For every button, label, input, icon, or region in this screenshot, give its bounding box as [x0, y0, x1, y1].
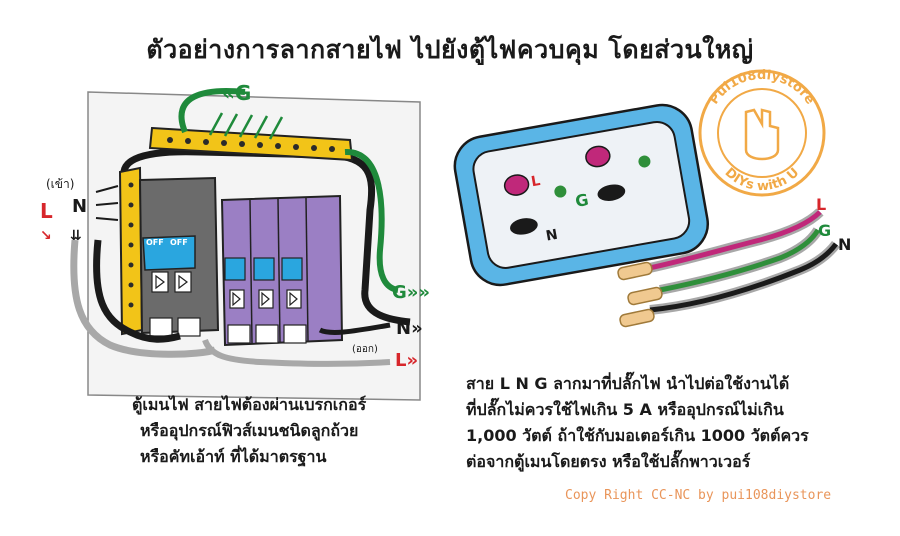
left-caption-line: ตู้เมนไฟ สายไฟต้องผ่านเบรกเกอร์: [132, 395, 367, 414]
breaker-off-label-2: OFF: [170, 238, 188, 247]
live-in-label: L: [40, 199, 53, 223]
main-panel-diagram: OFF OFF: [40, 81, 430, 401]
socket-live-hole-left: [503, 174, 530, 196]
socket-diagram: L G N L G N: [453, 103, 851, 328]
incoming-live-wire: [70, 239, 217, 358]
copyright-text: Copy Right CC-NC by pui108diystore: [565, 488, 832, 503]
socket-neutral-hole-left: [510, 218, 538, 235]
right-caption-line: สาย L N G ลากมาที่ปลั๊กไฟ นำไปต่อใช้งานไ…: [466, 374, 790, 393]
outgoing-label: (ออก): [352, 344, 378, 355]
stamp-top-text: Pui108diystore: [707, 68, 818, 108]
plug-prong-2: [627, 286, 663, 306]
wire-neutral-label: N: [838, 235, 851, 254]
plug-prong-3: [619, 308, 655, 328]
right-caption-line: ต่อจากตู้เมนโดยตรง หรือใช้ปลั๊กพาวเวอร์: [466, 452, 751, 471]
neutral-out-label: N»: [396, 318, 423, 339]
brand-stamp: Pui108diystore DIYs with U: [698, 68, 826, 197]
page-title: ตัวอย่างการลากสายไฟ ไปยังตู้ไฟควบคุม โดย…: [146, 35, 754, 64]
outgoing-live-wire: [202, 338, 391, 367]
main-breaker-gray: [138, 176, 220, 335]
left-caption: ตู้เมนไฟ สายไฟต้องผ่านเบรกเกอร์ หรืออุปก…: [132, 392, 366, 470]
socket-neutral-label: N: [545, 227, 559, 245]
wire-ground-label: G: [818, 221, 831, 240]
panel-neutral-loop-wire: [120, 148, 411, 326]
socket-neutral-hole-right: [597, 184, 626, 201]
neutral-in-arrow: ⇊: [70, 228, 82, 244]
socket-ground-wire: [659, 228, 821, 293]
plug-prong-1: [617, 261, 653, 281]
outgoing-neutral-wire: [318, 322, 391, 335]
incoming-arrows: [95, 185, 119, 221]
socket-live-label: L: [530, 173, 542, 190]
left-caption-line: หรือคัทเอ้าท์ ที่ได้มาตรฐาน: [140, 447, 327, 466]
socket-live-wire: [639, 210, 822, 273]
live-in-arrow: ↘: [40, 228, 52, 244]
socket-ground-hole-left: [554, 185, 567, 198]
main-breaker-terminals: [149, 317, 201, 337]
hand-icon: [744, 108, 780, 161]
incoming-neutral-wire: [93, 239, 181, 343]
ground-busbar: [148, 112, 354, 162]
right-caption: สาย L N G ลากมาที่ปลั๊กไฟ นำไปต่อใช้งานไ…: [466, 371, 809, 475]
neutral-busbar: [118, 166, 144, 336]
wire-live-label: L: [816, 195, 826, 214]
incoming-label: (เข้า): [46, 177, 74, 191]
breaker-off-label-1: OFF: [146, 238, 164, 247]
socket-ground-hole-right: [638, 155, 651, 168]
sub-breakers-purple: [220, 194, 344, 347]
ground-right-label: G»»: [392, 282, 430, 303]
right-caption-line: ที่ปลั๊กไม่ควรใช้ไฟเกิน 5 A หรืออุปกรณ์ไ…: [466, 400, 784, 419]
socket-ground-label: G: [574, 190, 590, 211]
live-out-label: L»: [395, 350, 418, 371]
right-caption-line: 1,000 วัตต์ ถ้าใช้กับมอเตอร์เกิน 1000 วั…: [466, 426, 809, 445]
socket-neutral-wire: [649, 242, 838, 313]
ground-top-label: «G: [222, 81, 251, 105]
left-caption-line: หรืออุปกรณ์ฟิวส์เมนชนิดลูกถ้วย: [140, 421, 359, 440]
ground-wire-top: [178, 88, 246, 134]
socket-live-hole-right: [585, 145, 611, 168]
neutral-in-label: N: [72, 196, 87, 217]
ground-wire-right: [344, 148, 399, 293]
